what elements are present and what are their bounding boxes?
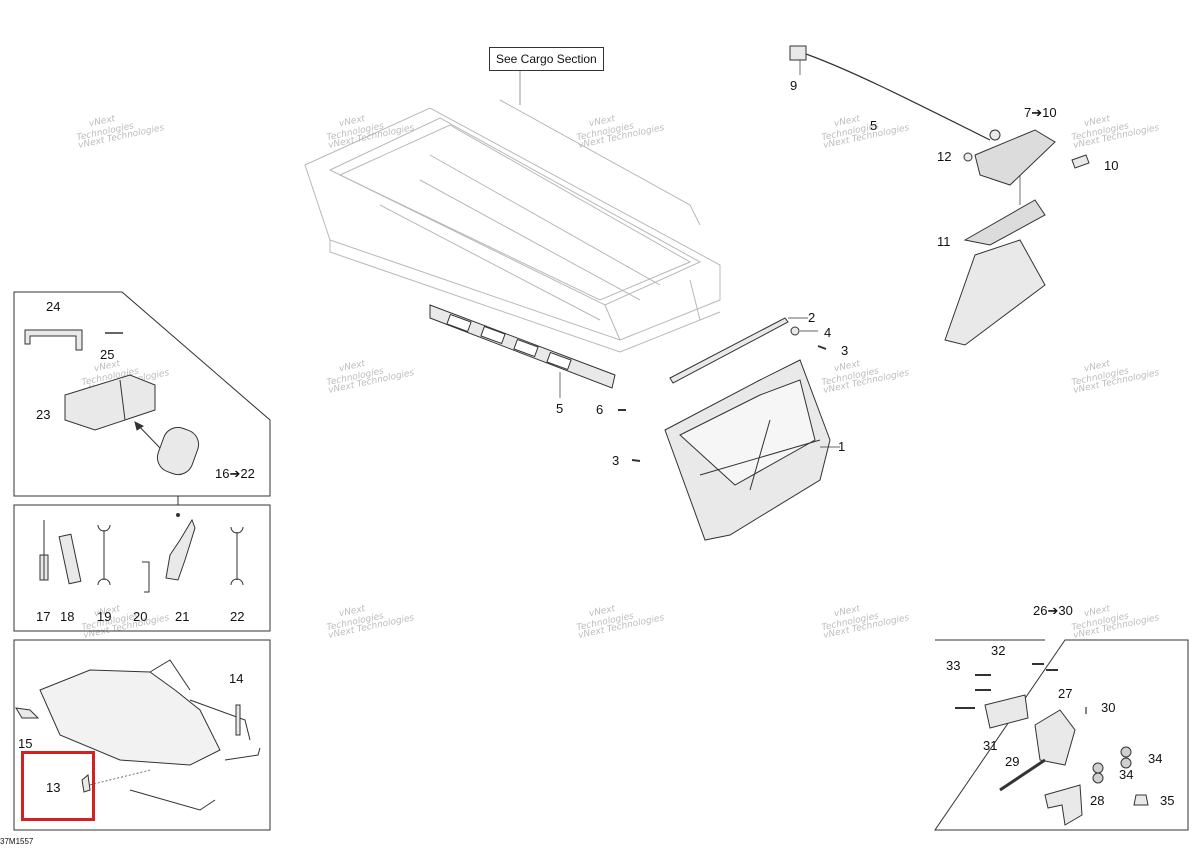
callout-12: 12 (937, 149, 951, 164)
callout-32: 32 (991, 643, 1005, 658)
callout-17: 17 (36, 609, 50, 624)
callout-30: 30 (1101, 700, 1115, 715)
callout-20: 20 (133, 609, 147, 624)
callout-10: 10 (1104, 158, 1118, 173)
callout-4: 4 (824, 325, 831, 340)
callout-28: 28 (1090, 793, 1104, 808)
callout-7: 7➔10 (1024, 105, 1057, 120)
callout-35: 35 (1160, 793, 1174, 808)
see-cargo-section-callout: See Cargo Section (489, 47, 604, 71)
callout-13: 13 (46, 780, 60, 795)
callout-3a: 3 (841, 343, 848, 358)
callout-31: 31 (983, 738, 997, 753)
highlight-box (21, 751, 95, 821)
callout-26: 26➔30 (1033, 603, 1073, 618)
callout-18: 18 (60, 609, 74, 624)
callout-1: 1 (838, 439, 845, 454)
callout-24: 24 (46, 299, 60, 314)
callout-16: 16➔22 (215, 466, 255, 481)
callout-19: 19 (97, 609, 111, 624)
callout-9: 9 (790, 78, 797, 93)
hitch-panel (934, 639, 1189, 831)
callout-15: 15 (18, 736, 32, 751)
callout-23: 23 (36, 407, 50, 422)
callout-29: 29 (1005, 754, 1019, 769)
callout-21: 21 (175, 609, 189, 624)
callout-5b: 5 (870, 118, 877, 133)
callout-14: 14 (229, 671, 243, 686)
cargo-rack (304, 70, 721, 353)
callout-22: 22 (230, 609, 244, 624)
callout-11: 11 (937, 234, 951, 249)
callout-34b: 34 (1119, 767, 1133, 782)
taillight-assembly (789, 45, 1090, 346)
decal-panel (13, 639, 271, 831)
callout-6: 6 (596, 402, 603, 417)
reference-code: 37M1557 (0, 837, 34, 846)
snow-flap-part (664, 359, 840, 541)
side-rail-part (429, 304, 616, 398)
callout-33: 33 (946, 658, 960, 673)
toolkit-panel (13, 291, 271, 497)
hardware-strip (618, 317, 827, 462)
callout-2: 2 (808, 310, 815, 325)
callout-25: 25 (100, 347, 114, 362)
callout-34a: 34 (1148, 751, 1162, 766)
callout-27: 27 (1058, 686, 1072, 701)
part-callouts: 1 2 3 3 4 5 5 6 7➔10 9 10 11 12 13 14 15… (18, 78, 1174, 808)
callout-5a: 5 (556, 401, 563, 416)
tools-panel (13, 496, 271, 632)
callout-3b: 3 (612, 453, 619, 468)
